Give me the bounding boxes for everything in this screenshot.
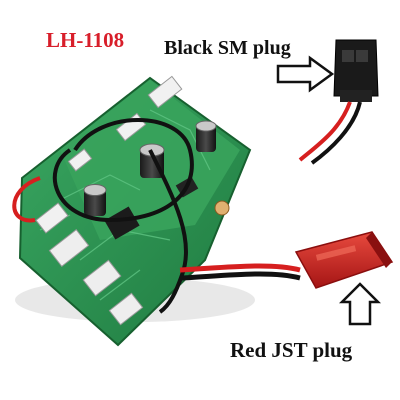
connector-top xyxy=(147,75,183,109)
arrow-right-icon xyxy=(276,55,335,93)
model-number-label: LH-1108 xyxy=(46,28,125,52)
connector-bottom-left xyxy=(82,259,122,297)
ic-chip xyxy=(104,206,140,240)
black-lead-wire xyxy=(181,271,301,281)
connector-small xyxy=(67,148,93,172)
black-wire-loop xyxy=(52,118,194,223)
connector-bottom xyxy=(108,292,144,326)
connector-left xyxy=(35,202,69,234)
capacitor-right xyxy=(196,124,216,152)
red-jst-plug xyxy=(294,231,394,289)
arrow-up-icon xyxy=(338,282,382,326)
trim-potentiometer xyxy=(214,200,230,216)
black-plug-label: Black SM plug xyxy=(164,37,291,59)
red-plug-label: Red JST plug xyxy=(230,338,353,362)
black-sm-plug xyxy=(298,39,379,165)
red-lead-wire xyxy=(179,263,301,273)
red-wire-loop xyxy=(12,176,41,223)
black-wire-down xyxy=(148,149,188,314)
connector-left-large xyxy=(48,228,90,268)
